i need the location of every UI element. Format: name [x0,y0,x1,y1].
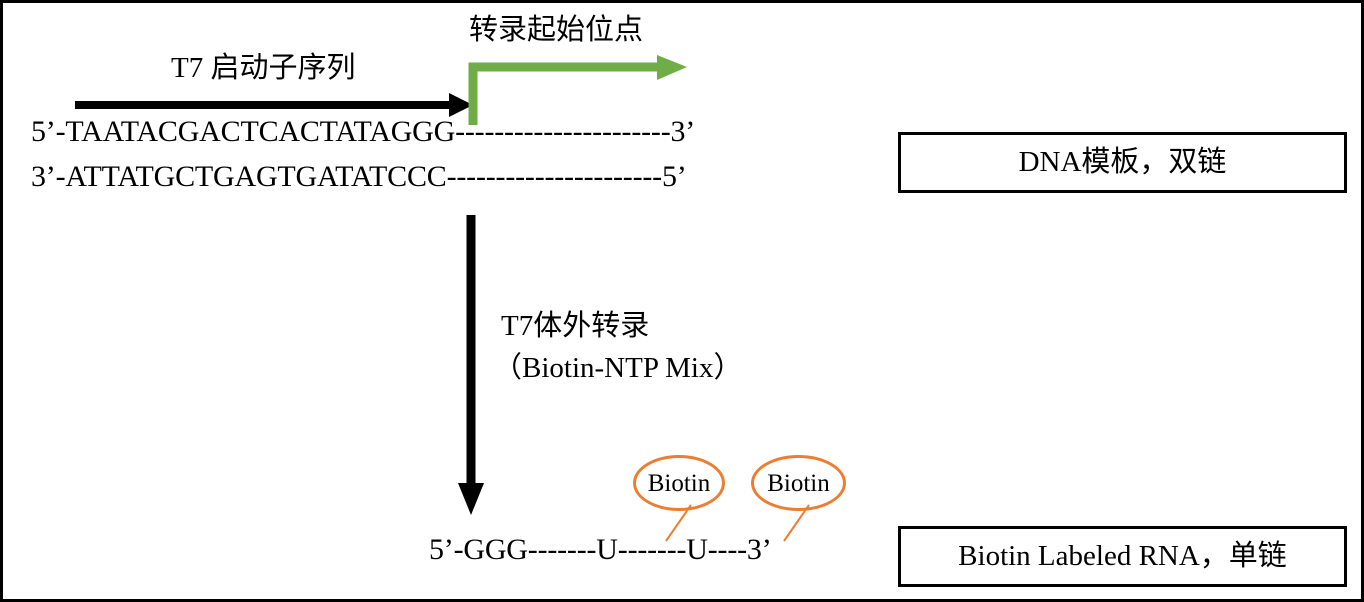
biotin-tag-1: Biotin [633,455,725,511]
promoter-arrow-icon [73,91,473,119]
reaction-label-line1: T7体外转录 [501,310,650,342]
dna-bottom-strand: 3’-ATTATGCTGAGTGATATCCC-----------------… [31,160,687,193]
tss-elbow-arrow-icon [461,55,687,125]
biotin-tag-2: Biotin [751,455,846,511]
tss-label: 转录起始位点 [469,14,644,46]
biotin-leader-line-1 [663,503,713,543]
dna-top-strand: 5’-TAATACGACTCACTATAGGG-----------------… [31,115,696,148]
promoter-label: T7 启动子序列 [171,52,356,84]
dna-template-box: DNA模板，双链 [898,132,1347,193]
biotin-leader-line-2 [781,503,831,543]
rna-product-strand: 5’-GGG-------U-------U----3’ [429,533,772,566]
reaction-label-line2: （Biotin-NTP Mix） [493,352,743,384]
transcription-arrow-icon [453,215,489,515]
rna-product-box: Biotin Labeled RNA，单链 [898,526,1347,587]
